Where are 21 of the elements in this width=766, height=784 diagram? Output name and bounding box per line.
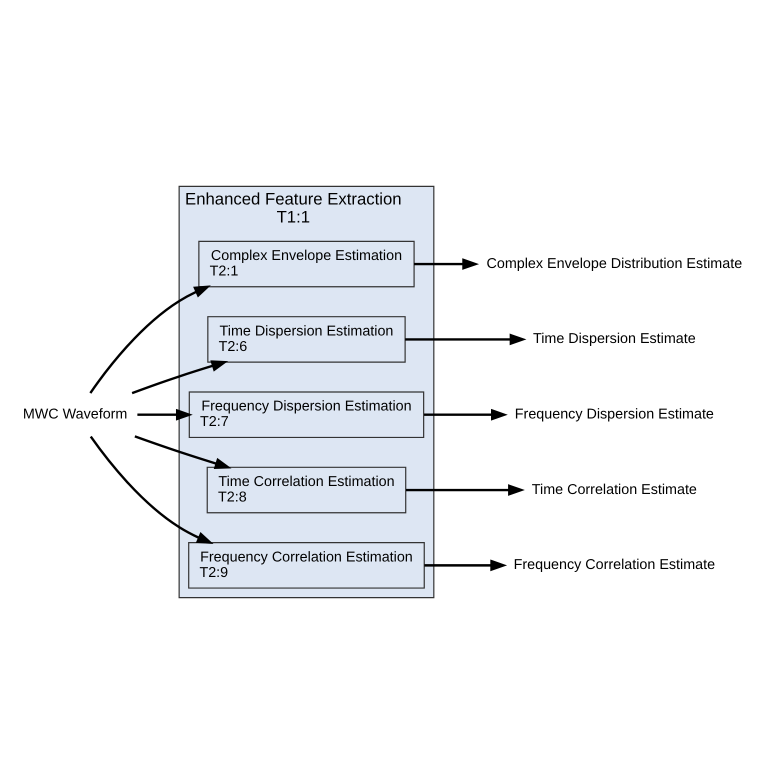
node-box: Frequency Dispersion Estimation T2:7 [188, 391, 424, 438]
node-text: Time Correlation Estimate [532, 482, 697, 498]
arrow [424, 408, 508, 421]
arrow [137, 408, 193, 421]
node-text: Frequency Correlation Estimate [514, 557, 716, 574]
node-text: MWC Waveform [22, 406, 128, 422]
arrow [406, 484, 525, 496]
arrow [132, 360, 228, 394]
arrow [89, 285, 211, 394]
node-box: Complex Envelope Estimation T2:1 [198, 240, 415, 288]
arrow [424, 560, 508, 572]
arrow [405, 334, 526, 346]
node-box: Time Dispersion Estimation T2:6 [207, 316, 406, 363]
arrow [90, 436, 214, 544]
node-text: Frequency Dispersion Estimate [514, 406, 714, 422]
node-box: Frequency Correlation Estimation T2:9 [188, 542, 425, 589]
node-box: Time Correlation Estimation T2:8 [206, 466, 406, 514]
node-text: Complex Envelope Distribution Estimate [486, 256, 742, 272]
arrow [414, 258, 480, 270]
arrow [134, 435, 232, 470]
node-text: Time Dispersion Estimate [533, 331, 696, 348]
